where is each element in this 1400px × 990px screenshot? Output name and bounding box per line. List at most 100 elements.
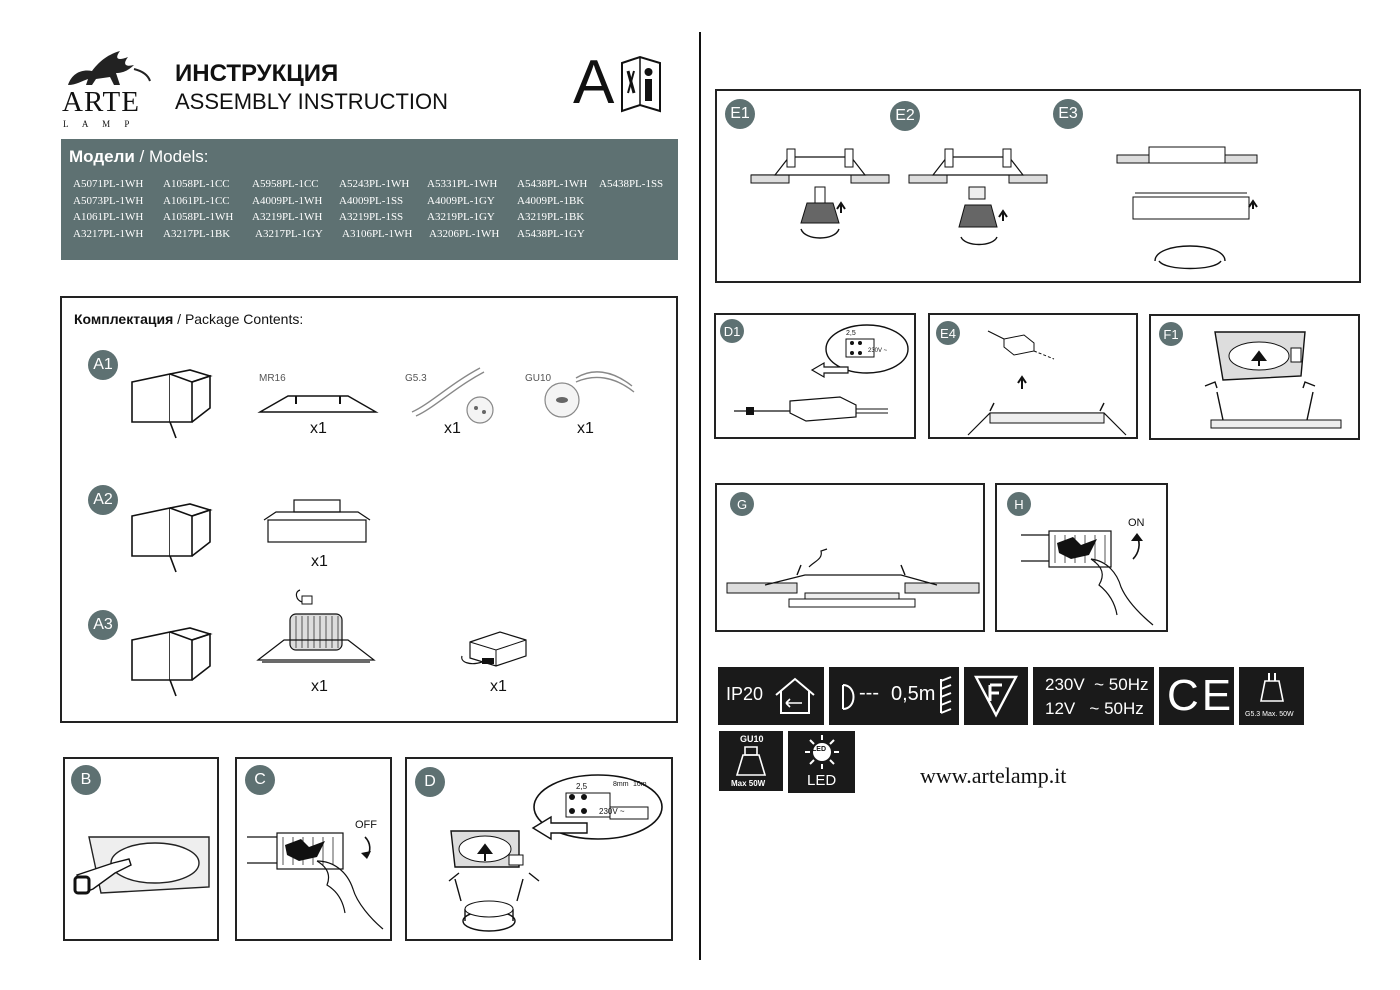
gu10-symbol: GU10 Max 50W xyxy=(719,731,783,791)
surface-hatch-icon xyxy=(940,676,952,714)
model-code: A4009PL-1BK xyxy=(517,195,585,207)
voltage-symbol: 230V ~ 50Hz 12V ~ 50Hz xyxy=(1033,667,1154,725)
arrow-left-icon xyxy=(810,361,849,379)
wire-8mm-label: 8mm xyxy=(613,781,629,788)
page-divider xyxy=(699,32,701,960)
model-code: A1058PL-1WH xyxy=(163,211,234,223)
step-g-panel: G xyxy=(715,483,985,632)
model-code: A3219PL-1GY xyxy=(427,211,495,223)
lion-logo-icon xyxy=(68,51,151,85)
g53-socket-illustration xyxy=(411,367,494,424)
model-code: A3217PL-1GY xyxy=(255,228,323,240)
fixture-mounted-illustration xyxy=(726,548,980,608)
qty-label: x1 xyxy=(577,420,594,437)
voltage-12: 12V ~ 50Hz xyxy=(1045,699,1144,718)
step-badge-f1: F1 xyxy=(1159,322,1183,346)
doc-mark: A xyxy=(573,48,615,117)
step-badge-c: C xyxy=(245,765,275,795)
title-ru: ИНСТРУКЦИЯ xyxy=(175,60,339,87)
model-code: A5438PL-1GY xyxy=(517,228,585,240)
led-module-insert-illustration xyxy=(1116,146,1258,270)
step-badge-a1: A1 xyxy=(88,350,118,380)
gu10-lamp-icon xyxy=(735,746,767,776)
step-c-panel: C OFF xyxy=(235,757,392,941)
step-h-panel: H ON xyxy=(995,483,1168,632)
qty-label: x1 xyxy=(444,420,461,437)
ce-symbol: CE xyxy=(1159,667,1234,725)
step-badge-e3: E3 xyxy=(1053,99,1083,129)
strip-length-label: 2,5 xyxy=(846,330,856,337)
label-g53: G5.3 xyxy=(405,373,427,384)
model-code: A3206PL-1WH xyxy=(429,228,500,240)
step-badge-g: G xyxy=(730,492,754,516)
qty-label: x1 xyxy=(311,553,328,570)
step-f1-panel: F1 xyxy=(1149,314,1360,440)
model-code: A5438PL-1SS xyxy=(599,178,664,190)
step-e4-panel: E4 xyxy=(928,313,1138,439)
qty-label: x1 xyxy=(311,678,328,695)
driver-install-illustration xyxy=(967,330,1127,436)
box-illustration xyxy=(131,503,213,573)
model-code: A4009PL-1SS xyxy=(339,195,404,207)
model-code: A5438PL-1WH xyxy=(517,178,588,190)
distance-symbol: --- 0,5m xyxy=(829,667,959,725)
terminal-bubble-illustration xyxy=(825,324,909,374)
voltage-label: 230V ~ xyxy=(868,348,888,354)
title-en: ASSEMBLY INSTRUCTION xyxy=(175,89,449,114)
f-mark-symbol xyxy=(964,667,1028,725)
model-code: A5243PL-1WH xyxy=(339,178,410,190)
distance-dashes: --- xyxy=(859,682,879,704)
box-illustration xyxy=(131,627,213,697)
ip20-label: IP20 xyxy=(726,684,764,704)
switch-on-label: ON xyxy=(1128,517,1145,529)
model-code: A3219PL-1BK xyxy=(517,211,585,223)
mr16-lamp-insert-illustration xyxy=(750,148,890,239)
led-sun-icon xyxy=(805,735,839,769)
model-code: A3219PL-1SS xyxy=(339,211,404,223)
model-code: A4009PL-1GY xyxy=(427,195,495,207)
box-illustration xyxy=(131,369,213,439)
ce-label: CE xyxy=(1167,671,1235,720)
models-title-en: Models: xyxy=(149,147,209,166)
step-d1-panel: D1 2,5 230V ~ xyxy=(714,313,916,439)
model-code: A5071PL-1WH xyxy=(73,178,144,190)
models-title: Модели / Models: xyxy=(69,147,209,166)
voltage-label: 230V ~ xyxy=(599,807,625,816)
switch-off-label: OFF xyxy=(355,819,377,831)
fixture-install-illustration xyxy=(448,830,540,932)
led-sun-label: LED xyxy=(812,746,826,753)
step-e-panel: E1 E2 E3 xyxy=(715,89,1361,283)
step-badge-h: H xyxy=(1007,492,1031,516)
strip-length-label: 2,5 xyxy=(576,782,588,791)
led-module-illustration xyxy=(256,589,376,663)
model-code: A1061PL-1CC xyxy=(163,195,230,207)
g53-max-label: G5.3 Max. 50W xyxy=(1245,711,1294,718)
instruction-book-icon xyxy=(621,55,661,113)
step-badge-d: D xyxy=(415,767,445,797)
led-driver-illustration xyxy=(734,396,888,422)
model-code: A3106PL-1WH xyxy=(342,228,413,240)
models-title-ru: Модели xyxy=(69,147,135,166)
website-link[interactable]: www.artelamp.it xyxy=(920,763,1067,788)
model-code: A3217PL-1WH xyxy=(73,228,144,240)
gu10-socket-illustration xyxy=(544,371,635,418)
package-title: Комплектация / Package Contents: xyxy=(74,311,304,327)
arrow-left-icon xyxy=(531,815,588,841)
g53-lamp-insert-illustration xyxy=(908,148,1048,246)
step-badge-d1: D1 xyxy=(720,319,744,343)
switch-off-illustration xyxy=(247,832,384,930)
step-badge-a3: A3 xyxy=(88,610,118,640)
gu10-max-label: Max 50W xyxy=(731,779,766,788)
model-code: A1061PL-1WH xyxy=(73,211,144,223)
step-badge-b: B xyxy=(71,765,101,795)
model-code: A5331PL-1WH xyxy=(427,178,498,190)
voltage-230: 230V ~ 50Hz xyxy=(1045,675,1149,694)
step-b-panel: B xyxy=(63,757,219,941)
f-mark-icon xyxy=(974,675,1018,718)
model-code: A3219PL-1WH xyxy=(252,211,323,223)
brand-sub: L A M P xyxy=(63,119,136,129)
model-code: A4009PL-1WH xyxy=(252,195,323,207)
brand-name: ARTE xyxy=(62,86,140,118)
step-badge-a2: A2 xyxy=(88,485,118,515)
led-symbol: LED LED xyxy=(788,731,855,793)
